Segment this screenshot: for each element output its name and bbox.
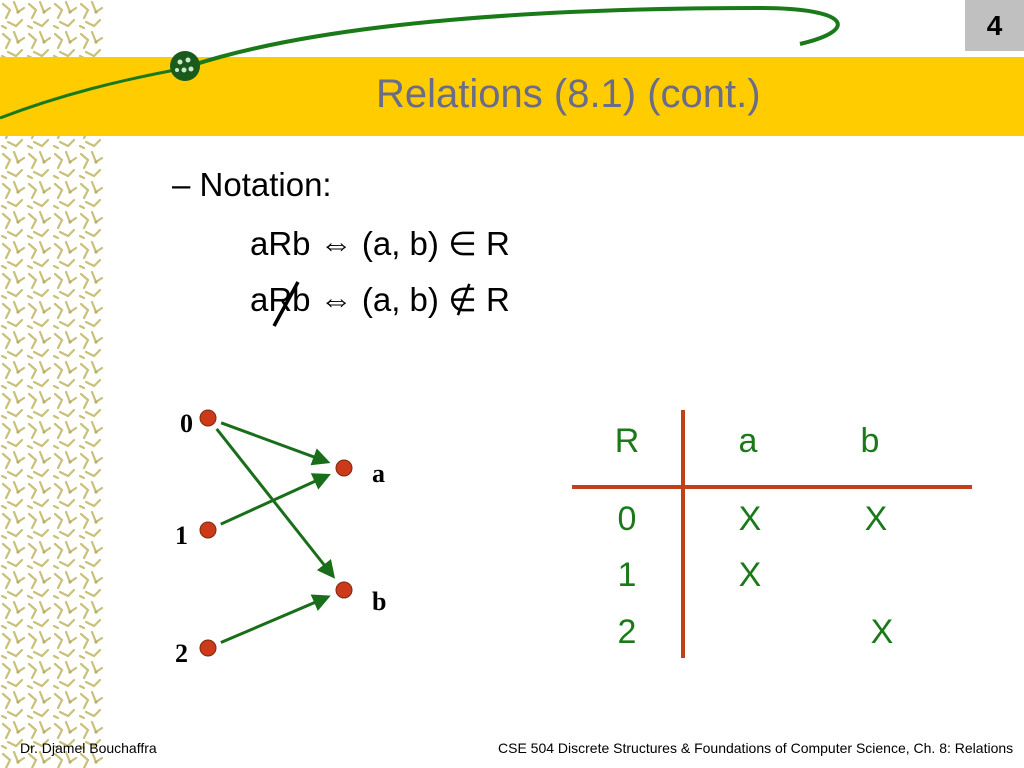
footer-course: CSE 504 Discrete Structures & Foundation… (498, 740, 1013, 756)
table-header-1: a (739, 422, 758, 460)
node-2 (200, 640, 216, 656)
node-1 (200, 522, 216, 538)
table-cell-1-0: 1 (618, 556, 637, 594)
node-label-b: b (372, 587, 386, 616)
table-cell-2-0: 2 (618, 613, 637, 651)
footer-author: Dr. Djamel Bouchaffra (20, 740, 157, 756)
table-header-0: R (615, 422, 640, 460)
node-a (336, 460, 352, 476)
node-0 (200, 410, 216, 426)
slide-title: Relations (8.1) (cont.) (376, 72, 761, 117)
node-b (336, 582, 352, 598)
node-label-a: a (372, 459, 385, 488)
node-label-2: 2 (175, 639, 188, 668)
negation-slash (268, 280, 308, 330)
edge-2-b (221, 597, 328, 642)
table-cell-0-2: X (865, 500, 888, 538)
node-label-1: 1 (175, 521, 188, 550)
table-cell-1-1: X (739, 556, 762, 594)
notation-heading: – Notation: (172, 166, 332, 204)
table-cell-2-2: X (871, 613, 894, 651)
table-header-2: b (861, 422, 880, 460)
edge-0-a (221, 423, 327, 462)
notation-related: aRb ⇔ (a, b) ∈ R (250, 224, 510, 263)
edge-1-a (221, 475, 328, 524)
table-cell-0-0: 0 (618, 500, 637, 538)
node-label-0: 0 (180, 409, 193, 438)
edge-0-b (217, 429, 333, 576)
page-number: 4 (965, 0, 1024, 51)
table-cell-0-1: X (739, 500, 762, 538)
